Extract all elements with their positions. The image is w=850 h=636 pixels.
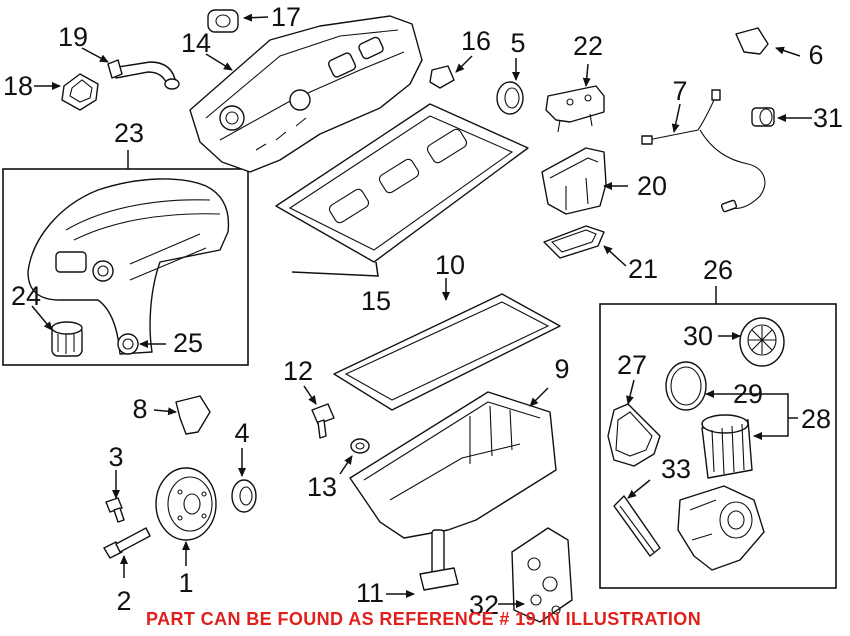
oxygen-sensor-part (641, 89, 766, 213)
gasket-21-part (543, 225, 605, 259)
callout-2: 2 (116, 586, 131, 616)
sensor-6-part (735, 27, 769, 55)
filter-cap-part (739, 317, 785, 367)
sensor-8-part (175, 395, 211, 435)
bolt-3-part (105, 497, 125, 523)
callout-19: 19 (58, 22, 88, 52)
breather-pipe-part (107, 59, 180, 90)
crankshaft-pulley-part (155, 467, 217, 541)
oil-pan-part (349, 391, 557, 539)
callout-22: 22 (573, 31, 603, 61)
callout-26: 26 (703, 255, 733, 285)
bolt-2-part (103, 527, 151, 559)
callout-4: 4 (234, 418, 249, 448)
gasket-18-part (61, 73, 99, 111)
reference-note: PART CAN BE FOUND AS REFERENCE # 19 IN I… (146, 609, 702, 629)
callout-numbers: 2 1 3 4 5 6 7 8 9 10 11 12 13 14 15 16 1… (3, 2, 843, 620)
callout-1: 1 (178, 568, 193, 598)
drain-plug-part (311, 403, 335, 439)
washer-part (350, 438, 370, 454)
callout-5: 5 (510, 28, 525, 58)
callout-32: 32 (469, 590, 499, 620)
callout-13: 13 (307, 472, 337, 502)
callout-17: 17 (271, 2, 301, 32)
gasket-27-part (607, 403, 661, 467)
valve-cover-part (189, 15, 423, 173)
callout-12: 12 (283, 356, 313, 386)
callout-18: 18 (3, 71, 33, 101)
callout-14: 14 (181, 28, 211, 58)
callout-11: 11 (356, 578, 384, 608)
oil-pan-gasket-part (333, 293, 561, 411)
callout-15: 15 (361, 286, 391, 316)
callout-16: 16 (461, 26, 491, 56)
callout-20: 20 (637, 171, 667, 201)
seal-4-part (231, 479, 257, 513)
oil-filter-element-part (701, 414, 753, 479)
callout-3: 3 (108, 442, 123, 472)
seal-5-part (496, 81, 524, 115)
valve-cover-gasket-part (275, 103, 529, 263)
sensor-16-part (429, 65, 455, 89)
callout-27: 27 (617, 350, 647, 380)
callout-7: 7 (672, 76, 687, 106)
callout-21: 21 (628, 254, 658, 284)
callout-24: 24 (11, 281, 41, 311)
oil-filter-housing-part (677, 485, 765, 571)
callout-23: 23 (114, 118, 144, 148)
callout-29: 29 (733, 379, 763, 409)
callout-31: 31 (813, 103, 843, 133)
o-ring-part (665, 361, 707, 411)
oil-pump-part (511, 527, 573, 623)
seal-strip-33-part (613, 495, 661, 557)
bracket-22-part (545, 85, 605, 133)
oil-filler-cap-part (51, 321, 83, 357)
engine-cover-group-box (2, 168, 249, 366)
oil-filter-housing-group-box (599, 303, 837, 589)
housing-20-part (541, 147, 607, 215)
callout-30: 30 (683, 321, 713, 351)
switch-31-part (751, 107, 775, 127)
grommet-part (117, 333, 139, 355)
leader-lines (31, 13, 812, 608)
callout-9: 9 (554, 354, 569, 384)
callout-28: 28 (801, 404, 831, 434)
callout-33: 33 (661, 454, 691, 484)
gasket-17-part (207, 9, 239, 33)
callout-25: 25 (173, 328, 203, 358)
callout-6: 6 (808, 40, 823, 70)
callout-10: 10 (435, 250, 465, 280)
oil-level-sensor-part (419, 529, 459, 591)
callout-8: 8 (132, 394, 147, 424)
engine-cover-part (27, 178, 230, 355)
